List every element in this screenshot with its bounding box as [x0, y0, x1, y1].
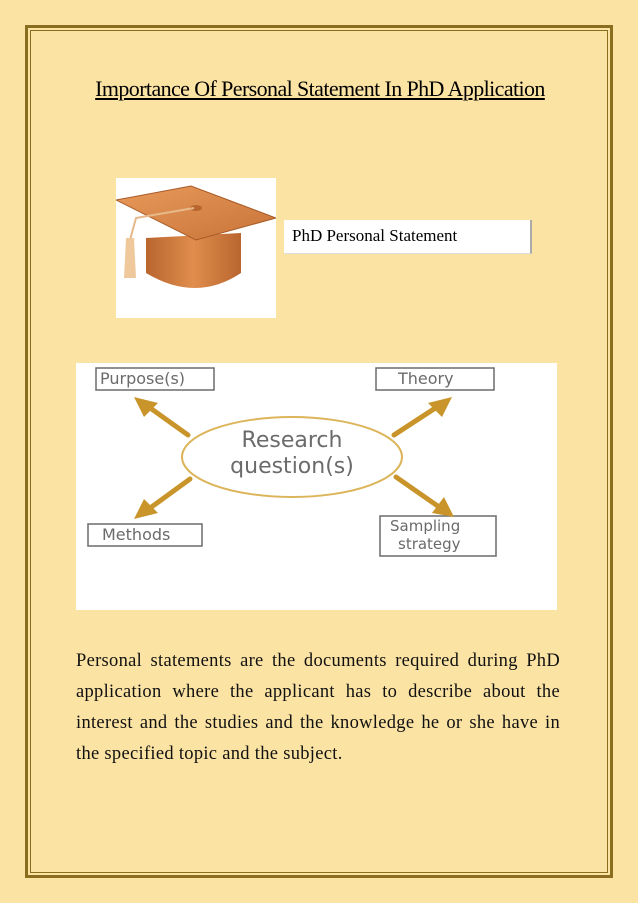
arrow-sampling	[393, 474, 445, 512]
methods-label: Methods	[102, 525, 171, 544]
arrowhead-purpose	[134, 397, 158, 417]
arrowhead-sampling	[432, 497, 454, 517]
body-paragraph: Personal statements are the documents re…	[76, 651, 560, 764]
center-label: Research question(s)	[228, 428, 356, 480]
label-text: PhD Personal Statement	[292, 226, 458, 245]
purpose-box	[95, 367, 215, 391]
arrow-methods	[143, 476, 193, 514]
arrowhead-methods	[134, 499, 158, 519]
theory-box	[375, 367, 495, 391]
center-line2: question(s)	[230, 454, 354, 479]
page-border-outer	[25, 25, 613, 878]
graduation-cap-image	[114, 178, 278, 318]
sampling-line2: strategy	[398, 535, 461, 553]
sampling-label: Sampling strategy	[390, 517, 461, 553]
diagram-shapes	[87, 367, 497, 557]
purpose-label: Purpose(s)	[100, 369, 186, 388]
center-ellipse	[181, 416, 403, 498]
arrow-theory	[391, 402, 443, 438]
theory-label: Theory	[398, 369, 454, 388]
page-border-inner	[30, 30, 608, 873]
graduation-cap-icon	[114, 185, 278, 288]
page-title: Importance Of Personal Statement In PhD …	[95, 76, 545, 101]
sampling-line1: Sampling	[390, 517, 461, 535]
sampling-box	[379, 515, 497, 557]
arrowhead-theory	[428, 397, 452, 417]
research-question-diagram: Purpose(s) Theory Methods Sampling strat…	[76, 363, 557, 610]
phd-personal-statement-label: PhD Personal Statement	[284, 220, 532, 254]
arrow-purpose	[143, 402, 191, 438]
methods-box	[87, 523, 203, 547]
center-line1: Research	[241, 428, 343, 453]
